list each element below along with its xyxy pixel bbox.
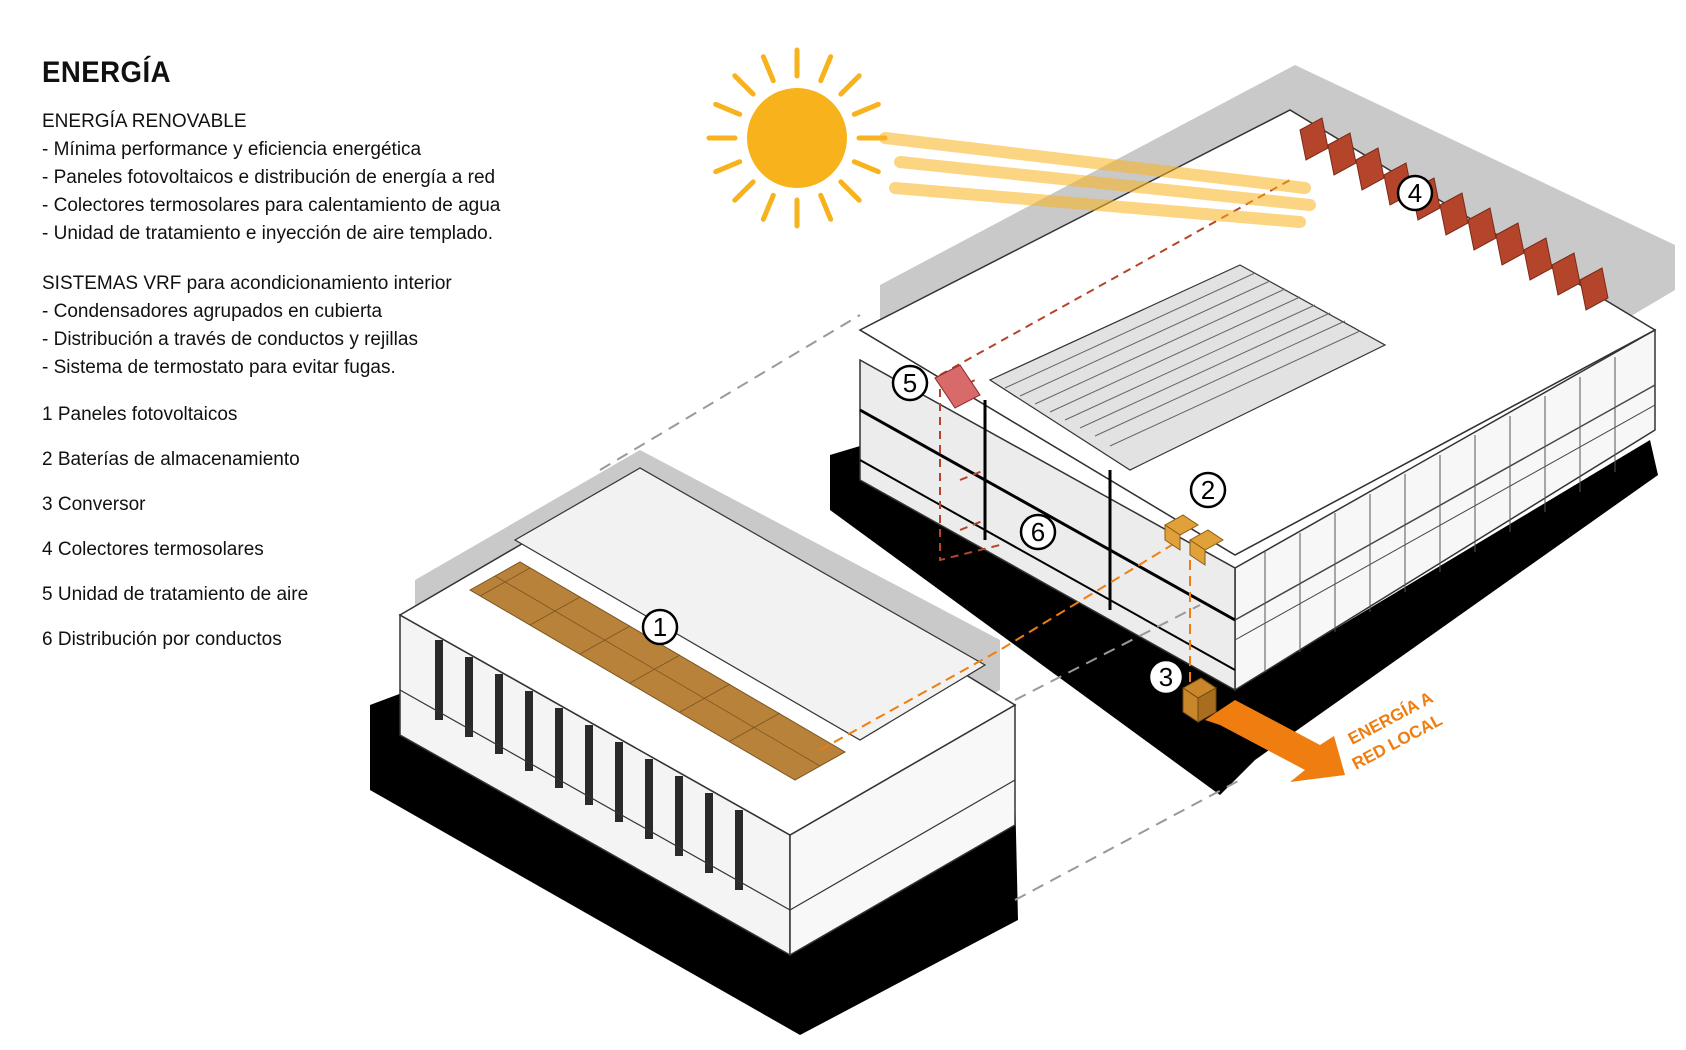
sun-disc bbox=[747, 88, 847, 188]
sun-ray bbox=[760, 54, 776, 84]
legend-panel: ENERGÍA ENERGÍA RENOVABLE Mínima perform… bbox=[42, 56, 662, 674]
sun-ray bbox=[851, 101, 881, 117]
marker-3-label: 3 bbox=[1159, 662, 1173, 692]
component-item: 1 Paneles fotovoltaicos bbox=[42, 404, 238, 425]
atrium bbox=[988, 264, 1387, 471]
floor-line bbox=[399, 689, 791, 911]
floor-line bbox=[1234, 384, 1656, 621]
component-item: 3 Conversor bbox=[42, 494, 146, 515]
columns bbox=[983, 400, 1112, 610]
marker-5-label: 5 bbox=[903, 368, 917, 398]
air-treatment-unit bbox=[934, 364, 981, 409]
marker-2-label: 2 bbox=[1201, 475, 1215, 505]
vrf-item: Condensadores agrupados en cubierta bbox=[42, 298, 662, 326]
left-building bbox=[370, 450, 1018, 1035]
renewable-item: Mínima performance y eficiencia energéti… bbox=[42, 136, 662, 164]
sun-ray bbox=[851, 159, 881, 175]
marker-5: 5 bbox=[891, 364, 929, 402]
renewable-item: Unidad de tratamiento e inyección de air… bbox=[42, 220, 662, 248]
sun-ray bbox=[713, 101, 743, 117]
pv-panels bbox=[468, 561, 847, 781]
vrf-item: Distribución a través de conductos y rej… bbox=[42, 326, 662, 354]
page-title: ENERGÍA bbox=[42, 56, 171, 89]
projection-lines bbox=[599, 314, 1241, 901]
sun-ray bbox=[838, 73, 862, 97]
sun-ray bbox=[818, 54, 834, 84]
sun-ray bbox=[818, 192, 834, 222]
renewable-list: Mínima performance y eficiencia energéti… bbox=[42, 136, 662, 248]
component-item: 5 Unidad de tratamiento de aire bbox=[42, 584, 309, 605]
converter bbox=[1182, 677, 1217, 723]
marker-6: 6 bbox=[1019, 513, 1057, 551]
roof-edge bbox=[859, 329, 1236, 556]
thermal-collectors bbox=[1299, 117, 1609, 311]
sun-ray bbox=[760, 192, 776, 222]
marker-4: 4 bbox=[1396, 174, 1434, 212]
sun-ray bbox=[713, 159, 743, 175]
component-item: 4 Colectores termosolares bbox=[42, 539, 264, 560]
sun-beams bbox=[879, 132, 1316, 228]
marker-6-label: 6 bbox=[1031, 517, 1045, 547]
component-item: 2 Baterías de almacenamiento bbox=[42, 449, 300, 470]
energy-routes bbox=[819, 539, 1191, 751]
renewable-heading: ENERGÍA RENOVABLE bbox=[42, 111, 247, 132]
sun-ray bbox=[838, 179, 862, 203]
floor-line bbox=[859, 459, 1236, 671]
roof-edge bbox=[1234, 329, 1656, 556]
vrf-item: Sistema de termostato para evitar fugas. bbox=[42, 354, 662, 382]
components-list: 1 Paneles fotovoltaicos 2 Baterías de al… bbox=[42, 404, 662, 651]
left-building-penthouse bbox=[513, 467, 987, 741]
component-item: 6 Distribución por conductos bbox=[42, 629, 282, 650]
marker-3: 3 bbox=[1147, 658, 1185, 696]
batteries bbox=[1164, 514, 1224, 566]
renewable-item: Colectores termosolares para calentamien… bbox=[42, 192, 662, 220]
facade-fins bbox=[435, 640, 743, 890]
window-mullions bbox=[1264, 357, 1616, 672]
marker-4-label: 4 bbox=[1408, 178, 1422, 208]
sun-ray bbox=[732, 179, 756, 203]
vrf-list: Condensadores agrupados en cubierta Dist… bbox=[42, 298, 662, 382]
marker-2: 2 bbox=[1189, 471, 1227, 509]
sun-ray bbox=[732, 73, 756, 97]
marker-1: 1 bbox=[641, 608, 679, 646]
markers: 1 2 3 4 5 6 bbox=[641, 174, 1434, 696]
marker-1-label: 1 bbox=[653, 612, 667, 642]
renewable-item: Paneles fotovoltaicos e distribución de … bbox=[42, 164, 662, 192]
atrium-slats bbox=[1004, 272, 1361, 447]
floor-line bbox=[1234, 404, 1656, 641]
floor-line bbox=[859, 408, 1236, 622]
grid-arrow bbox=[1205, 700, 1345, 782]
vrf-heading: SISTEMAS VRF para acondicionamiento inte… bbox=[42, 273, 452, 294]
sun-icon bbox=[706, 47, 1316, 229]
floor-line bbox=[789, 779, 1016, 911]
